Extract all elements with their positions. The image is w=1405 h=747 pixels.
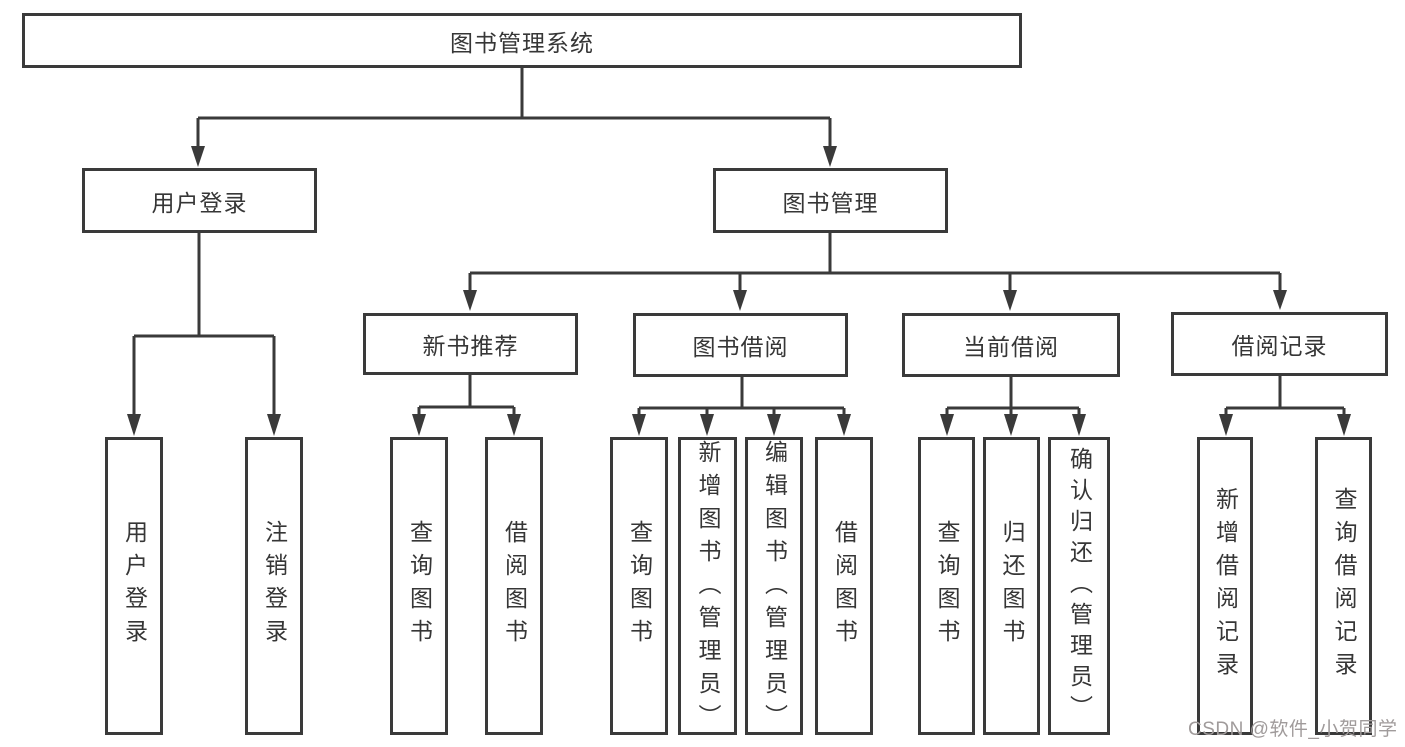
connector-book-management-children xyxy=(463,233,1287,311)
arrow-down-icon xyxy=(1004,414,1018,436)
node-label: 新书推荐 xyxy=(422,333,519,359)
connector-line xyxy=(196,68,832,146)
node-label: 用户登录 xyxy=(151,189,248,216)
arrow-down-icon xyxy=(733,290,747,311)
arrow-down-icon xyxy=(1219,414,1233,436)
node-book-borrow: 图书借阅 xyxy=(633,313,848,377)
arrow-down-icon xyxy=(127,414,141,436)
leaf-recommend-borrow-book: 借阅图书 xyxy=(485,437,543,735)
leaf-borrow-borrow-book: 借阅图书 xyxy=(815,437,873,735)
node-label: 查询图书 xyxy=(406,520,433,652)
arrow-down-icon xyxy=(1337,414,1351,436)
connector-line xyxy=(945,377,1081,415)
leaf-current-return-book: 归还图书 xyxy=(983,437,1040,735)
leaf-logout: 注销登录 xyxy=(245,437,303,735)
arrow-down-icon xyxy=(1003,290,1017,311)
connector-line xyxy=(417,375,516,415)
arrow-down-icon xyxy=(767,414,781,436)
leaf-borrow-edit-book-admin: 编辑图书（管理员） xyxy=(745,437,803,737)
leaf-current-query-book: 查询图书 xyxy=(918,437,975,735)
node-library-management-system: 图书管理系统 xyxy=(22,13,1022,68)
arrow-down-icon xyxy=(823,146,837,167)
node-label: 归还图书 xyxy=(999,520,1025,652)
watermark-text: CSDN @软件_小贺同学 xyxy=(1188,719,1398,740)
connector-current-borrow-children xyxy=(940,377,1086,436)
node-label: 用户登录 xyxy=(121,520,148,652)
node-label: 查询图书 xyxy=(934,520,960,652)
leaf-borrow-query-book: 查询图书 xyxy=(610,437,668,735)
connector-root-to-level1 xyxy=(191,68,837,167)
leaf-recommend-query-book: 查询图书 xyxy=(390,437,448,735)
node-label: 注销登录 xyxy=(261,520,288,652)
leaf-user-login: 用户登录 xyxy=(105,437,163,735)
node-label: 图书借阅 xyxy=(692,334,789,360)
node-user-login-branch: 用户登录 xyxy=(82,168,317,233)
arrow-down-icon xyxy=(267,414,281,436)
connector-line xyxy=(1224,376,1346,415)
node-borrow-records: 借阅记录 xyxy=(1171,312,1388,376)
arrow-down-icon xyxy=(700,414,714,436)
connector-line xyxy=(637,377,846,415)
connector-line xyxy=(468,233,1282,291)
connector-borrow-records-children xyxy=(1219,376,1351,436)
leaf-borrow-add-book-admin: 新增图书（管理员） xyxy=(678,437,737,737)
arrow-down-icon xyxy=(191,146,205,167)
node-label: 图书管理 xyxy=(782,189,879,216)
node-label: 编辑图书（管理员） xyxy=(761,440,788,737)
node-book-management-branch: 图书管理 xyxy=(713,168,948,233)
node-label: 图书管理系统 xyxy=(450,29,594,56)
node-label: 查询借阅记录 xyxy=(1331,487,1357,685)
connector-book-borrow-children xyxy=(632,377,851,436)
node-label: 查询图书 xyxy=(626,520,653,652)
node-new-book-recommend: 新书推荐 xyxy=(363,313,578,375)
node-label: 确认归还（管理员） xyxy=(1066,446,1093,726)
leaf-records-query-borrow-record: 查询借阅记录 xyxy=(1315,437,1372,735)
node-label: 借阅图书 xyxy=(501,520,528,652)
arrow-down-icon xyxy=(1273,290,1287,310)
node-current-borrow: 当前借阅 xyxy=(902,313,1120,377)
node-label: 借阅图书 xyxy=(831,520,858,652)
arrow-down-icon xyxy=(412,414,426,436)
arrow-down-icon xyxy=(837,414,851,436)
arrow-down-icon xyxy=(940,414,954,436)
arrow-down-icon xyxy=(632,414,646,436)
connector-new-book-recommend-children xyxy=(412,375,521,436)
node-label: 借阅记录 xyxy=(1231,333,1328,359)
leaf-current-confirm-return-admin: 确认归还（管理员） xyxy=(1048,437,1110,735)
node-label: 当前借阅 xyxy=(963,334,1059,360)
connector-user-login-children xyxy=(127,233,281,436)
arrow-down-icon xyxy=(507,414,521,436)
node-label: 新增借阅记录 xyxy=(1212,487,1239,685)
arrow-down-icon xyxy=(1072,414,1086,436)
node-label: 新增图书（管理员） xyxy=(695,440,721,737)
connector-line xyxy=(132,233,276,415)
arrow-down-icon xyxy=(463,290,477,311)
leaf-records-add-borrow-record: 新增借阅记录 xyxy=(1197,437,1253,735)
